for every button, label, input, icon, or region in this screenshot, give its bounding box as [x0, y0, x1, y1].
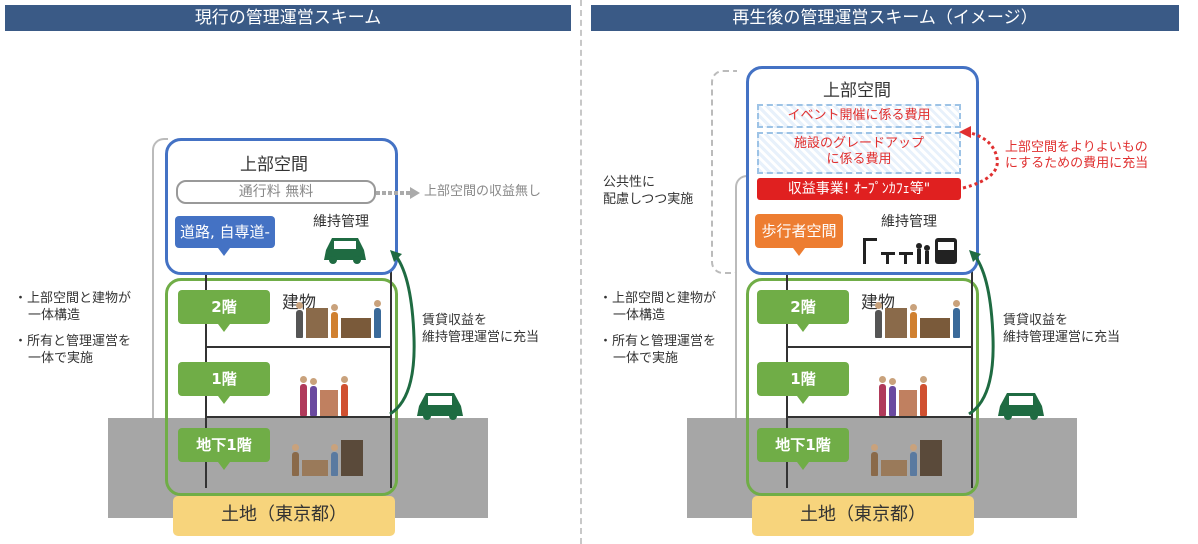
- no-revenue-note: 上部空間の収益無し: [424, 184, 542, 199]
- floor-1-tag: 1階: [757, 362, 849, 396]
- shop-people-illustration: [296, 300, 381, 338]
- public-consideration-note: 公共性に配慮しつつ実施: [603, 175, 694, 207]
- bullet-integrated-management: ・所有と管理運営を一体で実施: [599, 334, 717, 366]
- floor-line: [205, 416, 392, 418]
- revenue-arrow-icon: [963, 248, 999, 422]
- car-icon: [322, 234, 368, 268]
- floor-2-pointer: [797, 324, 809, 332]
- land-label: 土地（東京都）: [752, 496, 974, 536]
- street-furniture-icon: [861, 232, 961, 270]
- road-tag: 道路, 自専道-: [175, 216, 275, 248]
- panel-title: 再生後の管理運営スキーム（イメージ）: [591, 5, 1179, 31]
- basement-tag: 地下1階: [178, 428, 270, 462]
- fashion-people-illustration: [879, 376, 927, 416]
- basement-pointer: [797, 462, 809, 470]
- cafe-people-illustration: [871, 440, 942, 476]
- floor-1-tag: 1階: [178, 362, 270, 396]
- current-scheme-panel: 現行の管理運営スキーム ・上部空間と建物が一体構造 ・所有と管理運営を一体で実施…: [0, 0, 591, 544]
- bullet-integrated-structure: ・上部空間と建物が一体構造: [599, 291, 717, 323]
- floor-line: [786, 346, 973, 348]
- car-icon: [996, 388, 1046, 424]
- fashion-people-illustration: [300, 376, 348, 416]
- revenue-business-bar: 収益事業! ｵｰﾌﾟﾝｶﾌｪ等": [757, 178, 961, 200]
- floor-2-pointer: [218, 324, 230, 332]
- bullet-integrated-management: ・所有と管理運営を一体で実施: [14, 334, 132, 366]
- event-cost-box: イベント開催に係る費用: [757, 104, 961, 128]
- building-right-wall: [390, 248, 392, 488]
- building-box: [746, 278, 979, 496]
- land-label: 土地（東京都）: [173, 496, 395, 536]
- panel-divider: [580, 0, 582, 544]
- rent-revenue-note: 賃貸収益を維持管理運営に充当: [1003, 313, 1121, 345]
- cafe-people-illustration: [292, 440, 363, 476]
- floor-2-tag: 2階: [178, 290, 270, 324]
- basement-tag: 地下1階: [757, 428, 849, 462]
- bullet-integrated-structure: ・上部空間と建物が一体構造: [14, 291, 132, 323]
- road-tag-pointer: [218, 248, 230, 256]
- building-box: [165, 278, 398, 496]
- revenue-arrow-icon: [384, 248, 420, 422]
- maintenance-label: 維持管理: [881, 214, 937, 230]
- upper-space-label: 上部空間: [240, 155, 308, 175]
- maintenance-label: 維持管理: [313, 214, 369, 230]
- toll-free-pill: 通行料 無料: [176, 180, 376, 204]
- basement-pointer: [218, 462, 230, 470]
- floor-2-tag: 2階: [757, 290, 849, 324]
- pedestrian-space-tag: 歩行者空間: [755, 214, 843, 248]
- dotted-arrow-icon: [376, 184, 420, 199]
- upgrade-cost-box: 施設のグレードアップに係る費用: [757, 132, 961, 174]
- red-dotted-arrow-icon: [957, 122, 1005, 198]
- panel-title: 現行の管理運営スキーム: [5, 5, 571, 31]
- future-scheme-panel: 再生後の管理運営スキーム（イメージ） 公共性に配慮しつつ実施 ・上部空間と建物が…: [591, 0, 1182, 544]
- improvement-cost-note: 上部空間をよりよいものにするための費用に充当: [1005, 140, 1149, 171]
- public-bracket: [711, 70, 737, 274]
- floor-line: [205, 346, 392, 348]
- shop-people-illustration: [875, 300, 960, 338]
- building-right-wall: [971, 248, 973, 488]
- rent-revenue-note: 賃貸収益を維持管理運営に充当: [422, 313, 540, 345]
- floor-1-pointer: [218, 396, 230, 404]
- floor-line: [786, 416, 973, 418]
- car-icon: [415, 388, 465, 424]
- floor-1-pointer: [797, 396, 809, 404]
- pedestrian-tag-pointer: [793, 248, 805, 256]
- upper-space-label: 上部空間: [823, 81, 891, 101]
